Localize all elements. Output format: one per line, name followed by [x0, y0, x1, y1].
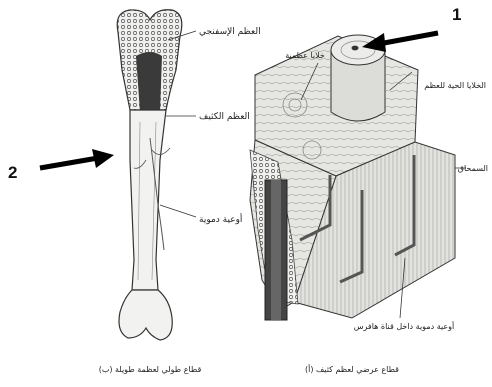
arrow-2: [40, 149, 114, 168]
label-compact-bone: العظم الكثيف: [199, 112, 250, 122]
blood-vessel-inner: [271, 180, 281, 320]
label-haversian-vessels: أوعية دموية داخل قناة هافرس: [354, 321, 455, 331]
arrow-1: [362, 33, 438, 52]
leader-line-vessels: [160, 205, 196, 217]
label-spongy-bone: العظم الإسفنجي: [199, 27, 261, 37]
marker-2: 2: [8, 163, 17, 182]
label-blood-vessels: أوعية دموية: [199, 213, 242, 225]
haversian-canal: [352, 46, 359, 51]
compact-bone-block: [250, 35, 455, 320]
bone-epiphysis-bottom: [119, 290, 172, 340]
marrow-cavity: [136, 52, 162, 112]
caption-long-bone: (ب) قطاع طولي لعظمة طويلة: [99, 365, 202, 374]
label-osteocytes: خلايا عظمية: [285, 51, 325, 60]
caption-cross-section: (أ) قطاع عرضي لعظم كثيف: [305, 364, 399, 374]
marker-1: 1: [452, 5, 461, 24]
label-living-cells: الخلايا الحية للعظم: [424, 81, 486, 90]
long-bone: [117, 10, 182, 340]
bone-shaft: [130, 110, 166, 290]
label-periosteum: السمحاق: [458, 164, 488, 173]
